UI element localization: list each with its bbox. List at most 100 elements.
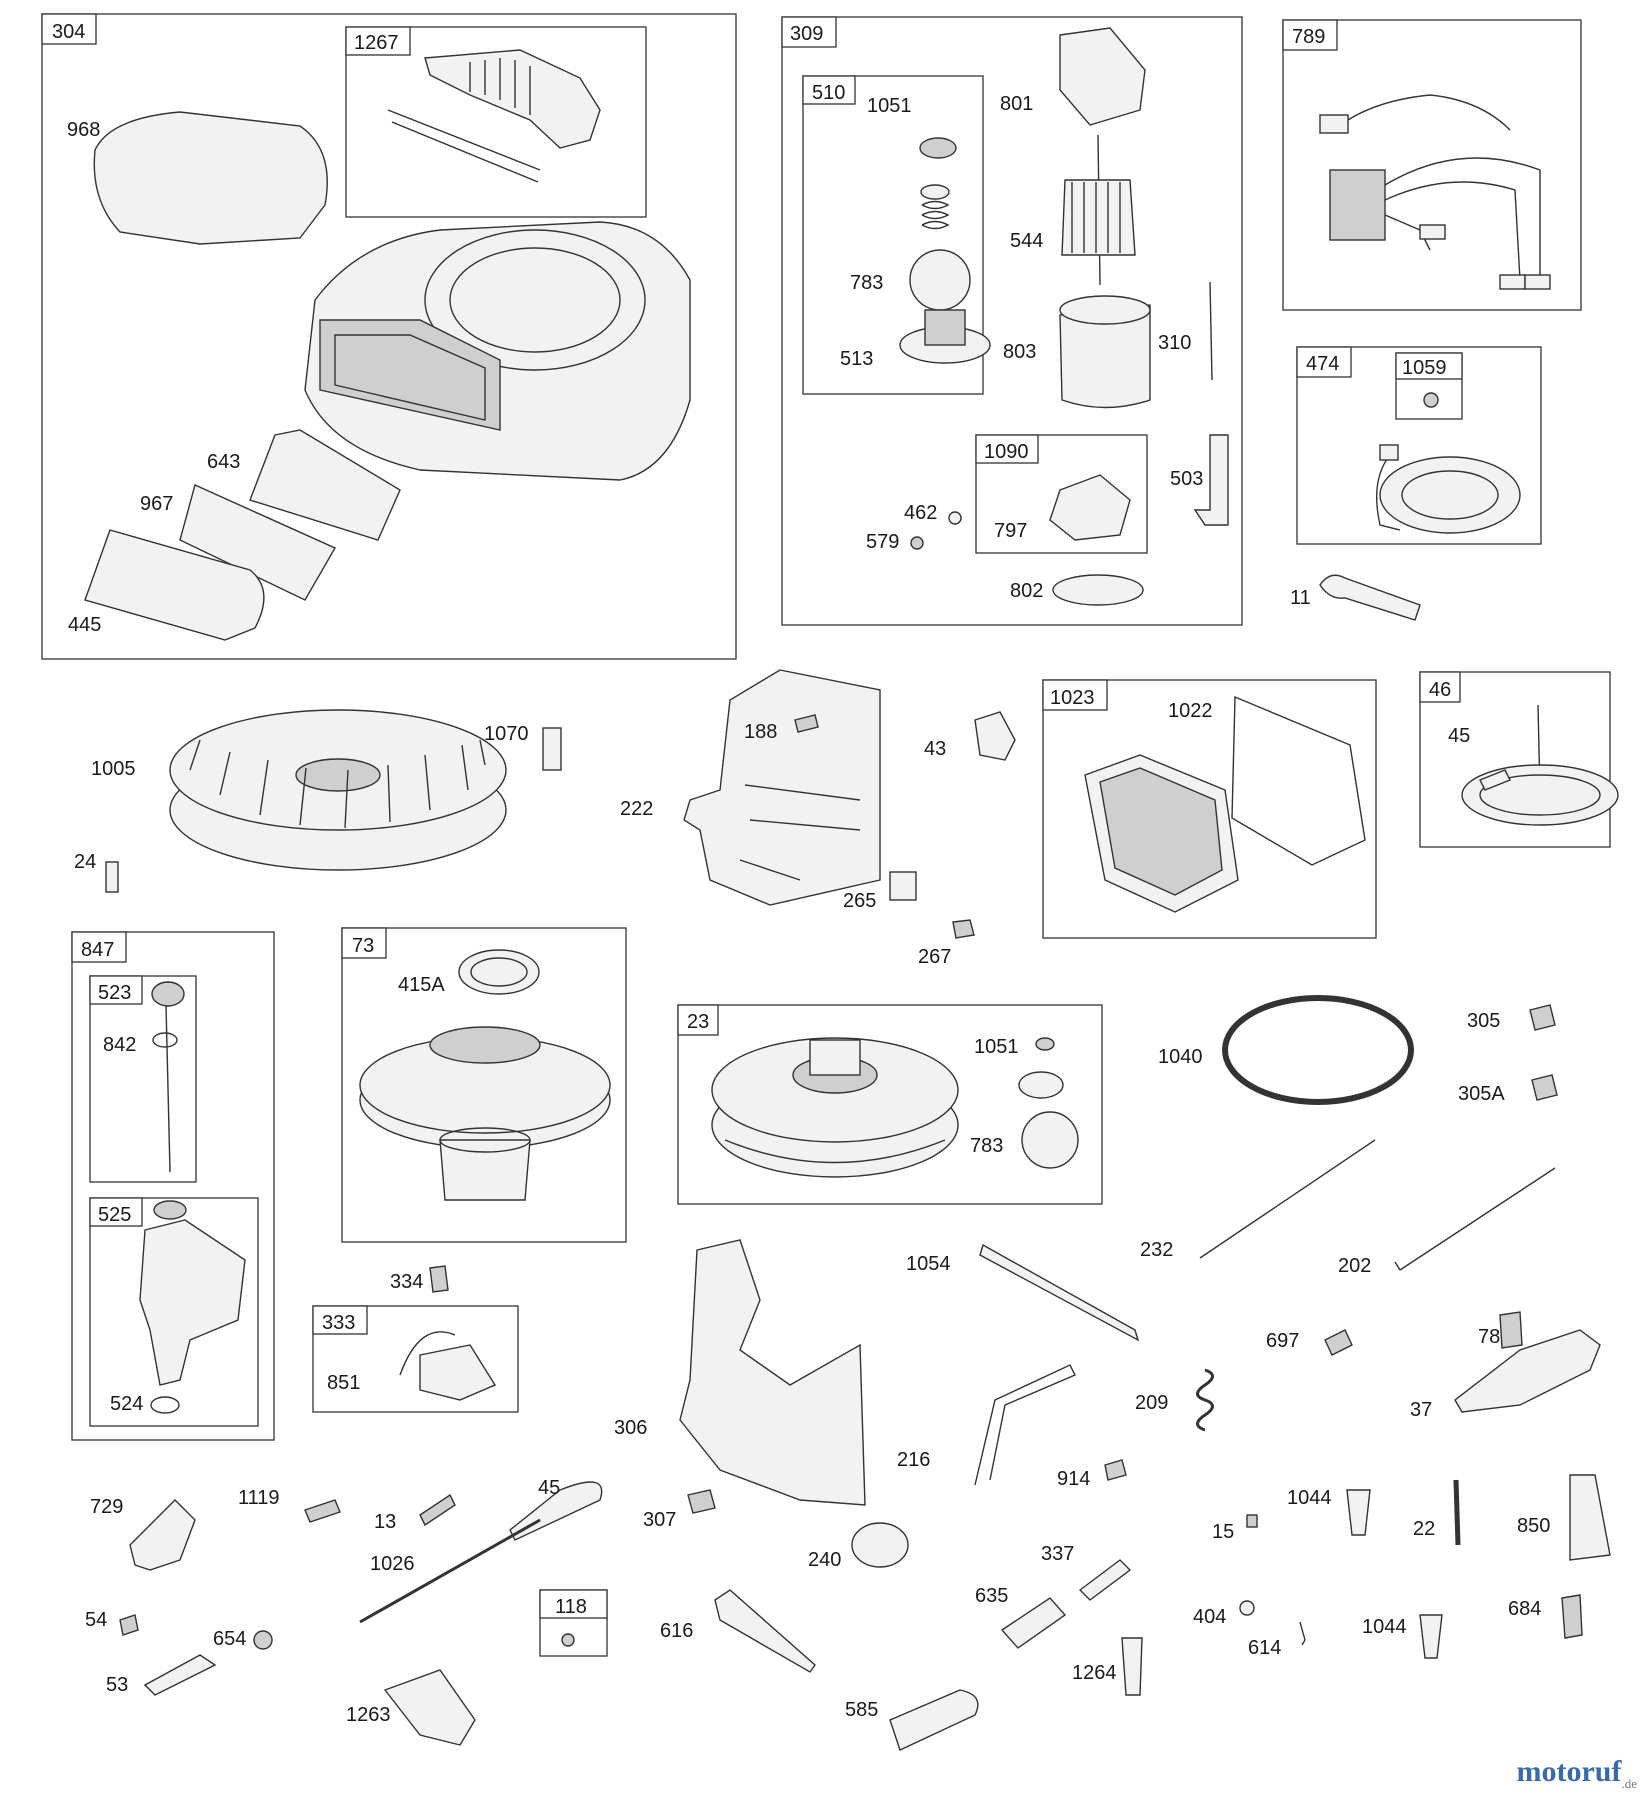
label-585: 585: [845, 1699, 878, 1721]
label-1054: 1054: [906, 1253, 951, 1275]
label-307: 307: [643, 1509, 676, 1531]
label-684: 684: [1508, 1598, 1541, 1620]
part-53-fitting: [143, 1654, 217, 1696]
part-503-strip: [1193, 434, 1229, 526]
part-11-tube: [1319, 574, 1421, 621]
part-1044-screw-b: [1419, 1614, 1443, 1659]
part-474-stator: [1375, 444, 1521, 534]
label-797: 797: [994, 520, 1027, 542]
label-967: 967: [140, 493, 173, 515]
label-616: 616: [660, 1620, 693, 1642]
box-46: [1419, 671, 1611, 848]
label-15: 15: [1212, 1521, 1234, 1543]
label-202: 202: [1338, 1255, 1371, 1277]
part-bearing-cap: [1018, 1071, 1064, 1099]
label-614: 614: [1248, 1637, 1281, 1659]
part-73-air-cleaner: [359, 949, 611, 1201]
part-684-screw: [1561, 1594, 1583, 1639]
part-333-coil: [399, 1331, 497, 1401]
label-1051-flywheel: 1051: [974, 1036, 1019, 1058]
part-1119-screw: [304, 1499, 341, 1523]
label-801: 801: [1000, 93, 1033, 115]
part-1267-guard: [387, 49, 601, 183]
part-265-clip: [889, 871, 917, 901]
part-729-bracket: [129, 1499, 196, 1571]
part-23-flywheel: [711, 1037, 959, 1178]
label-267: 267: [918, 946, 951, 968]
label-22: 22: [1413, 1518, 1435, 1540]
part-797-brush: [1049, 474, 1131, 541]
box-1267: [345, 26, 647, 218]
label-503: 503: [1170, 468, 1203, 490]
label-513: 513: [840, 348, 873, 370]
label-654: 654: [213, 1628, 246, 1650]
label-24: 24: [74, 851, 96, 873]
label-415A: 415A: [398, 974, 445, 996]
part-544-armature: [1061, 134, 1136, 286]
box-label-304: 304: [52, 21, 85, 43]
part-654-nut: [253, 1630, 273, 1650]
part-222-bracket: [683, 669, 881, 906]
watermark-brand: motoruf: [1516, 1755, 1622, 1788]
label-54: 54: [85, 1609, 107, 1631]
label-1119: 1119: [238, 1487, 280, 1509]
watermark-logo: motoruf.de: [1516, 1755, 1637, 1792]
label-11: 11: [1290, 587, 1311, 609]
part-13-screw: [419, 1493, 456, 1527]
label-188: 188: [744, 721, 777, 743]
part-616-shaft: [714, 1589, 816, 1673]
part-1040-ring: [1222, 995, 1414, 1105]
label-783: 783: [850, 272, 883, 294]
label-306: 306: [614, 1417, 647, 1439]
label-45-valve: 45: [538, 1477, 560, 1499]
part-43-switch: [974, 711, 1016, 761]
label-783-flywheel: 783: [970, 1135, 1003, 1157]
label-729: 729: [90, 1496, 123, 1518]
label-1022: 1022: [1168, 700, 1213, 722]
label-240: 240: [808, 1549, 841, 1571]
label-78: 78: [1478, 1326, 1500, 1348]
part-1026-pushrod: [359, 1518, 541, 1624]
label-544: 544: [1010, 230, 1043, 252]
label-850: 850: [1517, 1515, 1550, 1537]
label-462: 462: [904, 502, 937, 524]
box-label-847: 847: [81, 939, 114, 961]
box-847: [71, 931, 275, 1441]
part-697-screw: [1324, 1329, 1353, 1356]
box-333: [312, 1305, 519, 1413]
label-1264: 1264: [1072, 1662, 1117, 1684]
box-23: [677, 1004, 1103, 1205]
part-37-plate: [1454, 1329, 1601, 1413]
part-1059-screw: [1423, 392, 1439, 408]
part-24-key: [105, 861, 119, 893]
box-523: [89, 975, 197, 1183]
label-802: 802: [1010, 580, 1043, 602]
label-43: 43: [924, 738, 946, 760]
box-789: [1282, 19, 1582, 311]
part-202-link: [1394, 1167, 1556, 1271]
part-240-filter: [851, 1522, 909, 1568]
label-524: 524: [110, 1393, 143, 1415]
box-label-1059: 1059: [1402, 357, 1447, 379]
part-1051-ring: [1035, 1037, 1055, 1051]
label-914: 914: [1057, 1468, 1090, 1490]
label-13: 13: [374, 1511, 396, 1533]
label-1044-b: 1044: [1362, 1616, 1407, 1638]
part-188-screw: [794, 714, 819, 733]
box-label-333: 333: [322, 1312, 355, 1334]
part-305A-screw: [1531, 1074, 1558, 1101]
box-73: [341, 927, 627, 1243]
box-label-525: 525: [98, 1204, 131, 1226]
part-310-bolt: [1209, 281, 1213, 381]
label-445: 445: [68, 614, 101, 636]
part-306-shroud: [679, 1239, 866, 1506]
label-803: 803: [1003, 341, 1036, 363]
label-310: 310: [1158, 332, 1191, 354]
part-789-harness: [1319, 94, 1551, 290]
part-307-screw: [687, 1489, 716, 1514]
part-209-spring: [1196, 1368, 1214, 1432]
box-label-23: 23: [687, 1011, 709, 1033]
box-525: [89, 1197, 259, 1427]
part-967-decal: [179, 484, 336, 601]
label-1070: 1070: [484, 723, 529, 745]
